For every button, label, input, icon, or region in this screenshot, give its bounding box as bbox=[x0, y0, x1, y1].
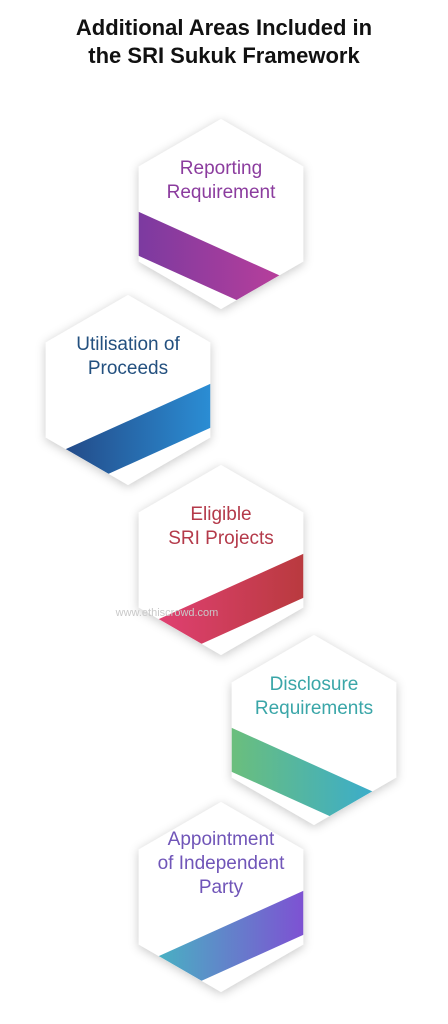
hexagon-label-line: of Independent bbox=[158, 853, 286, 874]
hexagon-label-line: SRI Projects bbox=[168, 528, 274, 549]
hexagon-label-line: Reporting bbox=[180, 158, 262, 179]
hexagon-label-line: Disclosure bbox=[270, 674, 359, 695]
hexagon-label: Utilisation of Proceeds bbox=[76, 334, 180, 379]
hexagon-label-line: Party bbox=[199, 877, 244, 898]
hexagon-label-line: Utilisation of bbox=[76, 334, 180, 355]
hexagon-utilisation-of-proceeds: Utilisation of Proceeds bbox=[45, 295, 211, 485]
watermark-text: www.ethiscrowd.com bbox=[115, 607, 219, 619]
hexagon-label-line: Requirements bbox=[255, 698, 373, 719]
title-line-1: Additional Areas Included in bbox=[75, 15, 373, 40]
hexagon-label-line: Appointment bbox=[168, 829, 275, 850]
page-title: Additional Areas Included in the SRI Suk… bbox=[0, 14, 448, 70]
hexagon-label-line: Eligible bbox=[190, 504, 251, 525]
title-line-2: the SRI Sukuk Framework bbox=[88, 43, 360, 68]
hexagon-label-line: Proceeds bbox=[88, 358, 168, 379]
hexagon-label-line: Requirement bbox=[167, 182, 276, 203]
